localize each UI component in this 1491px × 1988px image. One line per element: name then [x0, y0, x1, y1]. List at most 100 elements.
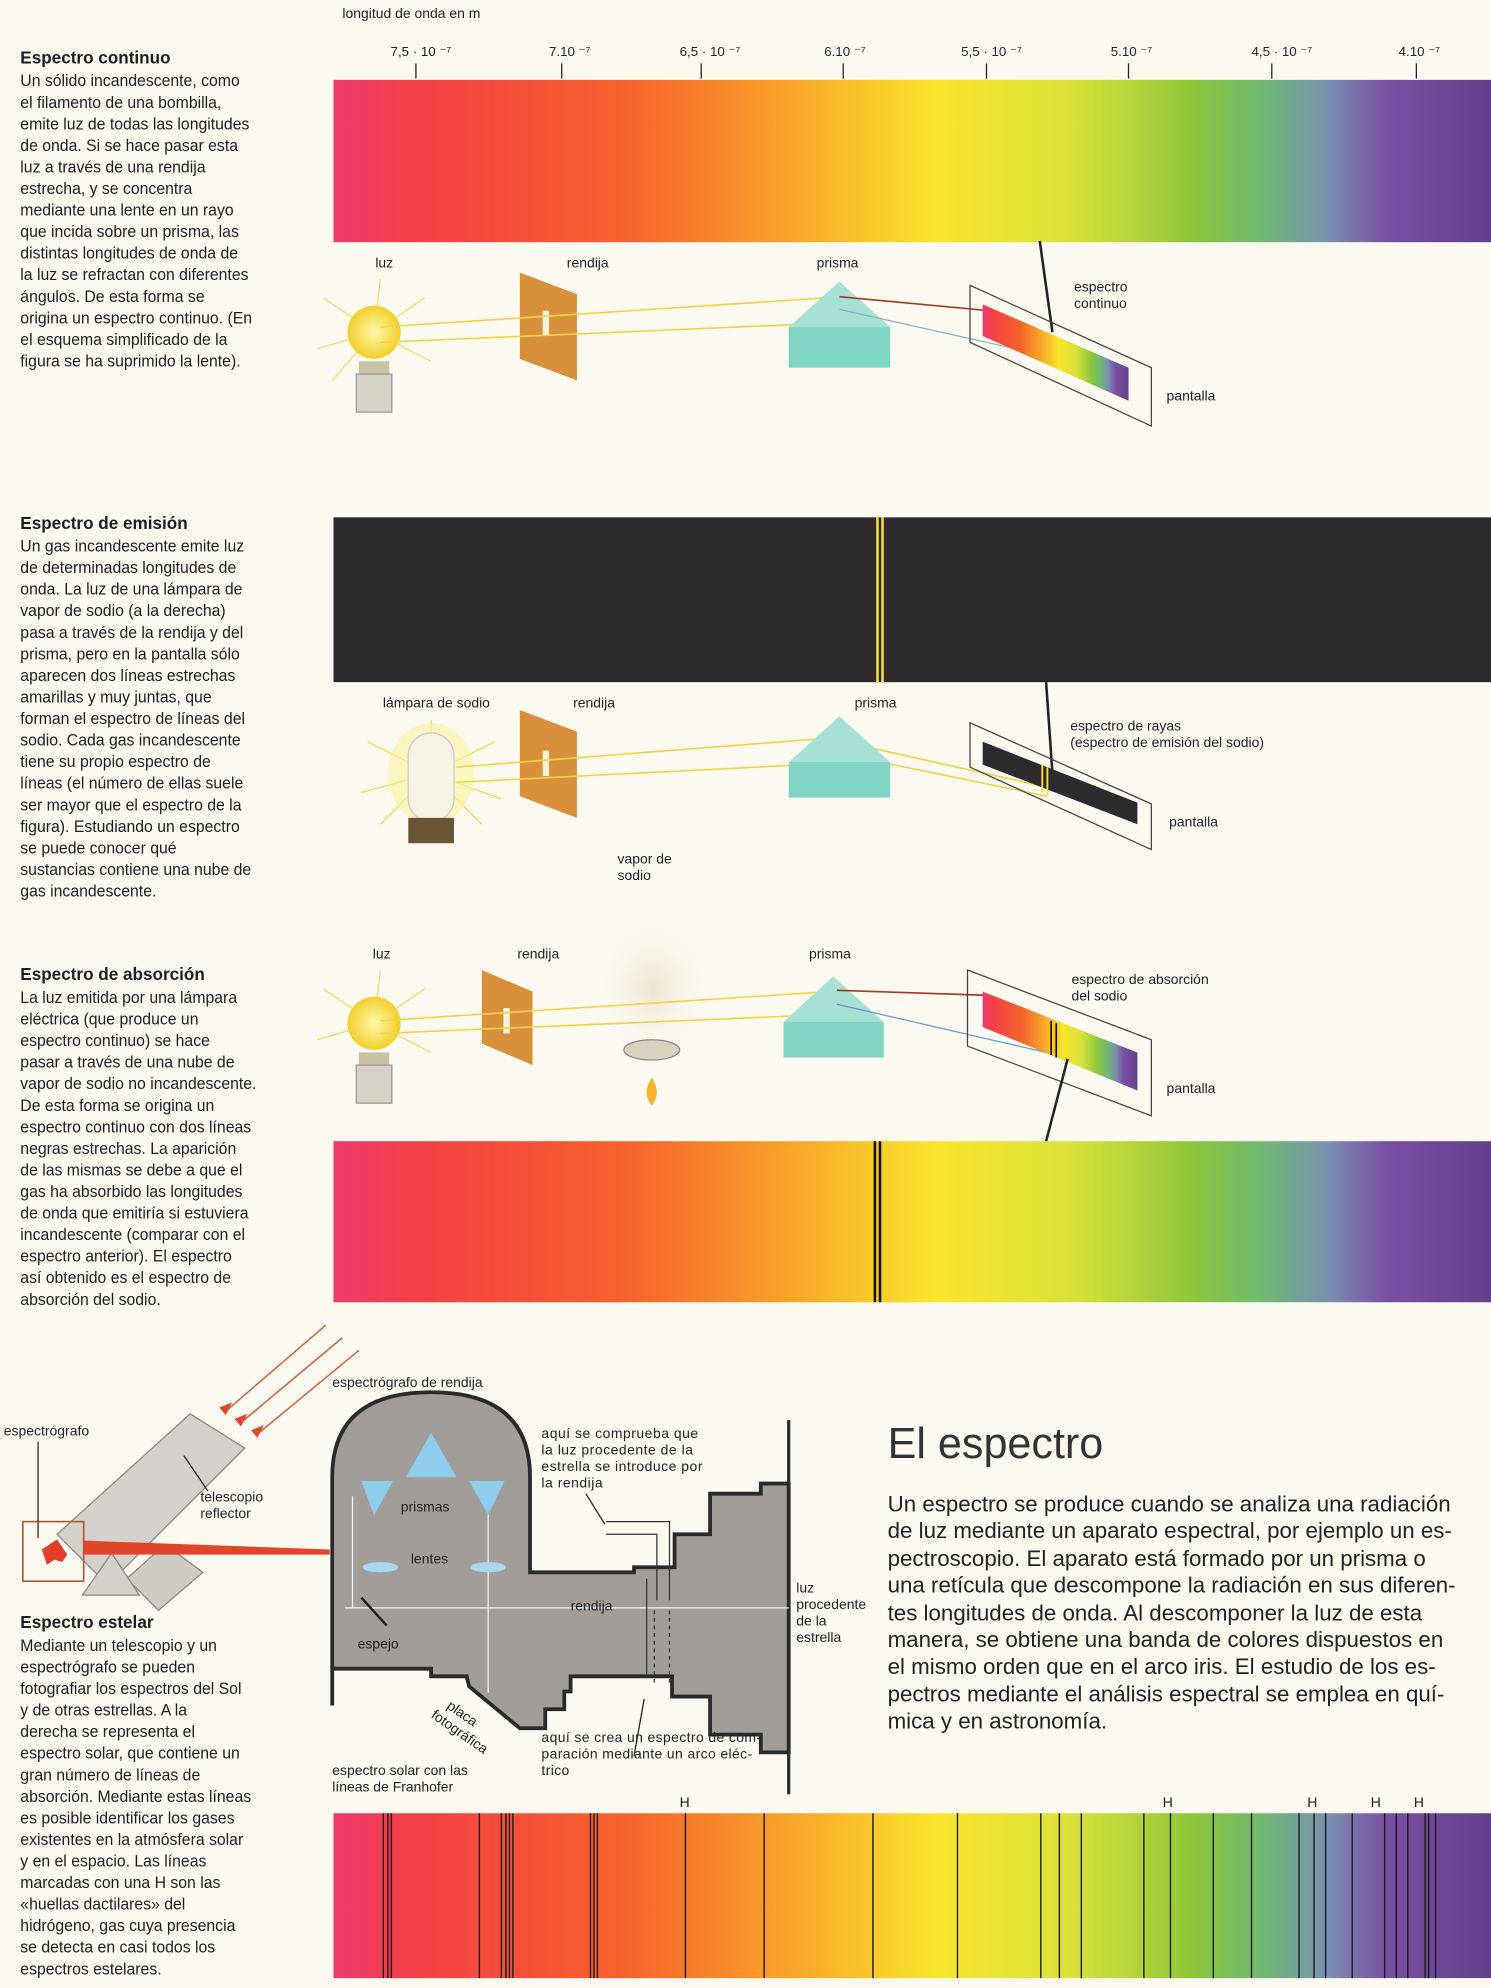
text-line: una retícula que descompone la radiación… — [887, 1572, 1456, 1598]
text-line: incandescente (comparar con el — [20, 1224, 246, 1244]
text-line: tiene su propio espectro de — [20, 751, 211, 771]
tick-label: 4,5 · 10 ⁻⁷ — [1251, 44, 1313, 60]
wavelength-axis-label: longitud de onda en m — [342, 6, 481, 22]
section-title-emission: Espectro de emisión — [20, 513, 188, 533]
tick-label: 5.10 ⁻⁷ — [1110, 44, 1153, 60]
text-line: origina un espectro continuo. (En — [20, 308, 253, 328]
fraunhofer-lines — [382, 1813, 1437, 1979]
text-line: aparecen dos líneas estrechas — [20, 665, 236, 685]
text-line: luz a través de una rendija — [20, 157, 206, 177]
text-line: el mismo orden que en el arco iris. El e… — [887, 1654, 1436, 1680]
text-line: Un espectro se produce cuando se analiza… — [887, 1491, 1451, 1517]
text-line: estrecha, y se concentra — [20, 178, 193, 198]
emission-spectrum-diagram — [361, 710, 1152, 851]
text-line: absorción del sodio. — [20, 1289, 161, 1309]
text-line: vapor de sodio no incandescente. — [20, 1073, 257, 1094]
label-prism: prisma — [854, 696, 897, 712]
emission-spectrum-band — [333, 517, 1491, 683]
text-line: negras estrechas. La aparición — [20, 1138, 237, 1158]
tick-label: 6.10 ⁻⁷ — [824, 44, 866, 60]
text-line: que incida sobre un prisma, las — [20, 221, 239, 241]
text-line: de las mismas se debe a que el — [20, 1160, 243, 1180]
continuous-spectrum-diagram — [316, 272, 1152, 428]
prism — [788, 281, 891, 328]
sodium-lamp-icon — [361, 720, 502, 844]
hydrogen-mark: H — [1413, 1795, 1424, 1811]
label-sodium-lamp: lámpara de sodio — [382, 696, 490, 712]
text-line: y de otras estrellas. A la — [20, 1700, 188, 1720]
projection-screen — [966, 969, 1152, 1117]
label-prism: prisma — [808, 947, 851, 963]
text-line: Un sólido incandescente, como — [20, 71, 240, 91]
text-line: marcadas con una H son las — [20, 1872, 221, 1892]
text-line: Mediante un telescopio y un — [20, 1635, 217, 1655]
label-light: luz — [375, 256, 394, 272]
text-line: La luz emitida por una lámpara — [20, 987, 238, 1007]
tick-label: 6,5 · 10 ⁻⁷ — [679, 44, 741, 60]
text-line: forman el espectro de líneas del — [20, 708, 246, 728]
hydrogen-mark: H — [1307, 1795, 1318, 1811]
text-line: «huellas dactilares» del — [20, 1894, 186, 1914]
text-line: derecha se representa el — [20, 1721, 195, 1741]
hydrogen-mark: H — [679, 1795, 690, 1811]
text-line: mediante una lente en un rayo — [20, 200, 234, 220]
text-line: hidrógeno, gas cuya presencia — [20, 1915, 236, 1935]
text-line: espectros estelares. — [20, 1959, 162, 1979]
text-line: pectros mediante el análisis espectral s… — [887, 1681, 1445, 1707]
article-body: Un espectro se produce cuando se analiza… — [888, 1491, 1456, 1735]
light-bulb-icon — [316, 969, 432, 1104]
label-lenses: lentes — [410, 1552, 449, 1568]
label-spectrum: espectro de rayas(espectro de emisión de… — [1070, 718, 1265, 751]
text-line: De esta forma se origina un — [20, 1095, 215, 1115]
tick-label: 7.10 ⁻⁷ — [549, 44, 591, 60]
projection-screen — [969, 284, 1152, 428]
projection-screen — [969, 721, 1152, 851]
text-line: ser mayor que el espectro de la — [20, 795, 242, 815]
text-line: figura). Estudiando un espectro — [20, 816, 240, 836]
label-screen: pantalla — [1166, 389, 1216, 405]
label-slit: rendija — [570, 1598, 613, 1615]
text-line: de determinadas longitudes de — [20, 557, 237, 577]
text-line: tes longitudes de onda. Al descomponer l… — [887, 1599, 1423, 1626]
label-slit: rendija — [566, 256, 609, 272]
label-light: luz — [372, 947, 391, 963]
label-slit: rendija — [517, 947, 560, 963]
text-line: pasa a través de la rendija y del — [20, 622, 244, 642]
label-screen: pantalla — [1166, 1081, 1216, 1097]
text-line: pectroscopio. El aparato está formado po… — [887, 1545, 1426, 1571]
text-line: pasar a través de una nube de — [20, 1052, 235, 1072]
text-line: gas incandescente. — [20, 881, 157, 901]
text-line: es posible identificar los gases — [20, 1808, 235, 1828]
text-line: espectrógrafo se pueden — [20, 1657, 195, 1677]
text-line: ángulos. De esta forma se — [20, 286, 205, 306]
wavelength-ticks — [415, 63, 1417, 79]
label-prisms: prismas — [400, 1500, 450, 1516]
light-bulb-icon — [316, 278, 432, 413]
label-comparison-note: aquí se crea un espectro de com-paración… — [541, 1730, 762, 1780]
text-line: gas ha absorbido las longitudes — [20, 1181, 243, 1201]
text-line: sustancias contiene una nube de — [20, 859, 252, 879]
text-line: existentes en la atmósfera solar — [20, 1829, 244, 1849]
section-title-continuous: Espectro continuo — [20, 48, 171, 68]
text-line: vapor de sodio (a la derecha) — [20, 601, 226, 621]
slit-spectrograph-diagram — [330, 1390, 791, 1795]
text-line: Un gas incandescente emite luz — [20, 536, 245, 556]
absorption-spectrum-diagram — [316, 925, 1152, 1142]
continuous-spectrum-band — [333, 79, 1491, 243]
text-line: absorción. Mediante estas líneas — [20, 1786, 252, 1806]
prism — [788, 716, 891, 763]
text-line: figura se ha suprimido la lente). — [20, 351, 241, 371]
text-line: espectro anterior). El espectro — [20, 1246, 232, 1266]
text-line: manera, se obtiene una banda de colores … — [887, 1626, 1444, 1653]
text-line: espectro continuo) se hace — [20, 1030, 210, 1050]
